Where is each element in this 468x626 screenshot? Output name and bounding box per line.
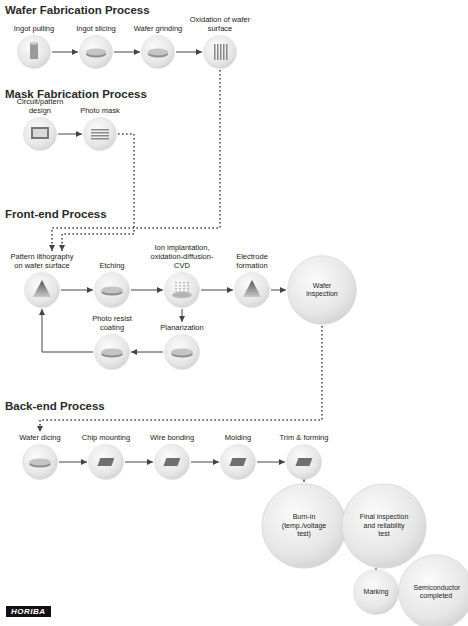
process-step: Photo mask xyxy=(72,106,128,151)
process-step: Planarization xyxy=(152,323,212,370)
section-heading: Mask Fabrication Process xyxy=(5,88,147,100)
step-illustration xyxy=(22,444,58,480)
process-circle: Marking xyxy=(353,569,399,615)
process-step: Photo resist coating xyxy=(84,314,140,370)
step-label: Ingot pulling xyxy=(5,24,63,33)
process-step: Etching xyxy=(84,261,140,308)
step-label: Oxidation of wafer surface xyxy=(189,15,251,33)
flow-arrow xyxy=(176,52,202,53)
process-step: Trim & forming xyxy=(274,433,334,480)
flow-arrow xyxy=(58,134,82,135)
step-label: Planarization xyxy=(152,323,212,332)
flow-arrow xyxy=(201,290,233,291)
dotted-flow-line xyxy=(40,326,322,432)
step-illustration xyxy=(24,272,60,308)
dotted-flow-line xyxy=(62,134,134,251)
process-step: Chip mounting xyxy=(76,433,136,480)
flow-arrow xyxy=(59,462,87,463)
step-illustration xyxy=(203,35,237,69)
process-circle: Semiconductor completed xyxy=(398,554,468,626)
process-step: Pattern lithography on wafer surface xyxy=(9,252,75,308)
process-circle: Final inspection and reliability test xyxy=(341,483,427,569)
section-heading: Wafer Fabrication Process xyxy=(5,4,150,16)
step-label: Ingot slicing xyxy=(67,24,125,33)
step-illustration xyxy=(94,334,130,370)
step-label: Semiconductor completed xyxy=(414,584,459,601)
flow-arrow xyxy=(61,290,93,291)
step-label: Ion implantation, oxidation-diffusion-CV… xyxy=(146,243,218,270)
company-logo: HORIBA xyxy=(6,606,51,617)
step-label: Photo mask xyxy=(72,106,128,115)
process-step: Wafer grinding xyxy=(129,24,187,69)
flow-arrow xyxy=(52,52,78,53)
step-illustration xyxy=(94,272,130,308)
flow-arrow xyxy=(257,462,285,463)
step-illustration xyxy=(83,117,117,151)
process-circle: Wafer inspection xyxy=(287,255,357,325)
step-label: Pattern lithography on wafer surface xyxy=(9,252,75,270)
step-illustration xyxy=(234,272,270,308)
flow-arrow xyxy=(114,52,140,53)
section-heading: Front-end Process xyxy=(5,208,107,220)
step-illustration xyxy=(164,334,200,370)
step-label: Etching xyxy=(84,261,140,270)
flow-arrow xyxy=(131,352,163,353)
step-illustration xyxy=(154,444,190,480)
step-label: Burn-in (temp./voltage test) xyxy=(278,513,330,539)
flow-arrow xyxy=(182,309,183,322)
process-step: Ion implantation, oxidation-diffusion-CV… xyxy=(146,243,218,308)
process-circle: Burn-in (temp./voltage test) xyxy=(261,483,347,569)
step-illustration xyxy=(79,35,113,69)
step-illustration xyxy=(17,35,51,69)
section-heading: Back-end Process xyxy=(5,400,105,412)
step-label: Wafer inspection xyxy=(302,282,343,299)
process-step: Wire bonding xyxy=(142,433,202,480)
process-step: Wafer dicing xyxy=(10,433,70,480)
step-illustration xyxy=(220,444,256,480)
process-step: Electrode formation xyxy=(224,252,280,308)
flow-arrow xyxy=(304,481,305,482)
step-illustration xyxy=(164,272,200,308)
step-label: Molding xyxy=(208,433,268,442)
step-illustration xyxy=(23,117,57,151)
step-label: Wafer grinding xyxy=(129,24,187,33)
flow-arrow xyxy=(125,462,153,463)
process-step: Molding xyxy=(208,433,268,480)
step-label: Wafer dicing xyxy=(10,433,70,442)
flow-arrow xyxy=(191,462,219,463)
step-label: Chip mounting xyxy=(76,433,136,442)
step-label: Final inspection and reliability test xyxy=(358,513,410,539)
flow-arrow xyxy=(42,309,93,352)
flow-arrow xyxy=(271,290,286,291)
step-label: Electrode formation xyxy=(224,252,280,270)
step-illustration xyxy=(88,444,124,480)
step-illustration xyxy=(141,35,175,69)
step-label: Marking xyxy=(364,588,389,597)
flow-arrow xyxy=(131,290,163,291)
step-illustration xyxy=(286,444,322,480)
step-label: Photo resist coating xyxy=(84,314,140,332)
step-label: Trim & forming xyxy=(274,433,334,442)
process-step: Ingot pulling xyxy=(5,24,63,69)
step-label: Wire bonding xyxy=(142,433,202,442)
process-step: Circuit/pattern design xyxy=(10,97,70,151)
process-step: Ingot slicing xyxy=(67,24,125,69)
process-step: Oxidation of wafer surface xyxy=(189,15,251,69)
